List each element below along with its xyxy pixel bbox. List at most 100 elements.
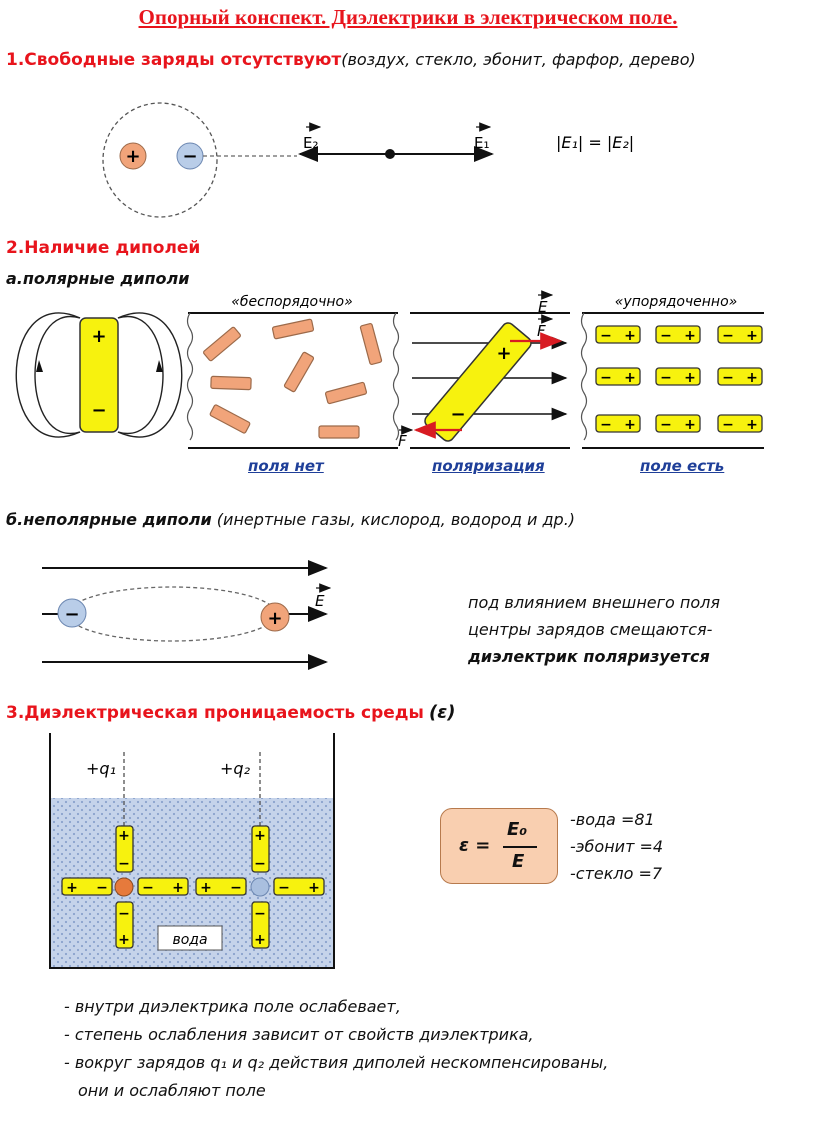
formula-denominator: E xyxy=(512,851,525,872)
svg-text:−: − xyxy=(254,906,266,922)
fraction-bar xyxy=(503,846,537,848)
no-field-label: поля нет xyxy=(248,457,324,475)
section-1-examples: (воздух, стекло, эбонит, фарфор, дерево) xyxy=(341,50,696,69)
chaotic-label: «беспорядочно» xyxy=(231,294,353,310)
section-1-heading: 1.Свободные заряды отсутствуют(воздух, с… xyxy=(6,50,696,70)
plus-sign: + xyxy=(125,146,140,167)
formula-numerator: E₀ xyxy=(507,819,528,840)
q2-label: +q₂ xyxy=(220,759,251,778)
note-1: - внутри диэлектрика поле ослабевает, xyxy=(64,997,401,1016)
equality-label: |E₁| = |E₂| xyxy=(556,133,634,152)
svg-text:−: − xyxy=(600,328,612,344)
section-3-title: 3.Диэлектрическая проницаемость среды xyxy=(6,703,424,723)
formula-box: ε = E₀ E xyxy=(440,808,558,884)
svg-text:−: − xyxy=(660,328,672,344)
svg-text:+: + xyxy=(684,417,696,433)
svg-text:−: − xyxy=(118,856,130,872)
svg-text:−: − xyxy=(96,880,108,896)
svg-text:−: − xyxy=(64,604,79,625)
negative-center xyxy=(57,598,87,628)
nonpolar-dipole-diagram: − + E xyxy=(42,560,332,670)
section-2-title: 2.Наличие диполей xyxy=(6,238,201,258)
polarization-box: + − E F F xyxy=(398,290,570,450)
svg-text:+: + xyxy=(684,328,696,344)
svg-text:+: + xyxy=(118,932,130,948)
charge-q1 xyxy=(114,877,134,897)
dipole-tilted xyxy=(424,322,532,442)
charge-q2 xyxy=(250,877,270,897)
svg-text:+: + xyxy=(624,328,636,344)
dipole-plus: + xyxy=(91,326,106,347)
svg-text:−: − xyxy=(118,906,130,922)
svg-text:+: + xyxy=(254,828,266,844)
dipole-minus: − xyxy=(91,400,106,421)
positive-charge xyxy=(119,142,147,170)
positive-center xyxy=(260,602,290,632)
svg-text:−: − xyxy=(254,856,266,872)
label-e-b: E xyxy=(315,592,325,610)
svg-text:+: + xyxy=(254,932,266,948)
q1-label: +q₁ xyxy=(86,759,116,778)
svg-text:−: − xyxy=(722,328,734,344)
ordered-box: «упорядоченно» −+ −+ −+ −+ −+ −+ −+ −+ −… xyxy=(580,294,764,449)
svg-text:+: + xyxy=(118,828,130,844)
section-2b-examples: (инертные газы, кислород, водород и др.) xyxy=(216,510,576,529)
note-3: - вокруг зарядов q₁ и q₂ действия диполе… xyxy=(64,1053,609,1072)
svg-text:−: − xyxy=(230,880,242,896)
field-vectors: E₂ E₁ |E₁| = |E₂| xyxy=(298,122,634,162)
water-tag-box xyxy=(157,925,223,951)
value-glass: -стекло =7 xyxy=(570,864,663,883)
label-e1: E₁ xyxy=(474,134,490,152)
formula-epsilon: ε = xyxy=(459,835,491,856)
svg-text:−: − xyxy=(722,417,734,433)
svg-text:+: + xyxy=(66,880,78,896)
polarization-label: поляризация xyxy=(432,457,545,475)
note-2: - степень ослабления зависит от свойств … xyxy=(64,1025,534,1044)
field-present-label: поле есть xyxy=(640,457,725,475)
svg-text:+: + xyxy=(308,880,320,896)
svg-text:−: − xyxy=(660,370,672,386)
label-f-bottom: F xyxy=(398,432,407,450)
tilted-minus: − xyxy=(450,404,465,425)
explanation-line-3: диэлектрик поляризуется xyxy=(468,647,710,666)
svg-text:−: − xyxy=(600,370,612,386)
page-title: Опорный конспект. Диэлектрики в электрич… xyxy=(138,5,678,29)
svg-text:+: + xyxy=(624,417,636,433)
epsilon-symbol: (ε) xyxy=(429,702,456,723)
svg-text:+: + xyxy=(172,880,184,896)
svg-text:−: − xyxy=(142,880,154,896)
vessel-walls xyxy=(49,733,335,969)
section-2a-title: а.полярные диполи xyxy=(6,269,190,288)
note-4: они и ослабляют поле xyxy=(78,1081,266,1100)
dipole-vertical xyxy=(79,317,119,433)
label-e2: E₂ xyxy=(303,134,319,152)
atom-diagram: + − xyxy=(102,102,297,218)
svg-text:+: + xyxy=(746,417,758,433)
svg-text:−: − xyxy=(278,880,290,896)
svg-text:+: + xyxy=(746,370,758,386)
svg-text:+: + xyxy=(684,370,696,386)
section-2b-title: б.неполярные диполи xyxy=(6,510,212,529)
section-3-heading: 3.Диэлектрическая проницаемость среды (ε… xyxy=(6,702,455,723)
electron-cloud xyxy=(67,586,277,642)
electron-orbit xyxy=(102,102,218,218)
ordered-label: «упорядоченно» xyxy=(615,294,738,310)
svg-text:+: + xyxy=(746,328,758,344)
explanation-line-2: центры зарядов смещаются- xyxy=(468,620,713,639)
section-1-title: 1.Свободные заряды отсутствуют xyxy=(6,50,342,70)
value-water: -вода =81 xyxy=(570,810,655,829)
polar-dipole-field: + − xyxy=(15,312,183,438)
svg-text:+: + xyxy=(267,608,282,629)
value-ebonite: -эбонит =4 xyxy=(570,837,664,856)
svg-text:−: − xyxy=(600,417,612,433)
point xyxy=(385,149,395,159)
explanation-line-1: под влиянием внешнего поля xyxy=(468,593,720,612)
svg-text:−: − xyxy=(722,370,734,386)
label-e: E xyxy=(538,298,548,316)
water-tag: вода xyxy=(172,932,207,948)
svg-text:+: + xyxy=(624,370,636,386)
svg-text:+: + xyxy=(200,880,212,896)
section-2b-heading: б.неполярные диполи (инертные газы, кисл… xyxy=(6,510,575,529)
label-f-top: F xyxy=(537,322,546,340)
